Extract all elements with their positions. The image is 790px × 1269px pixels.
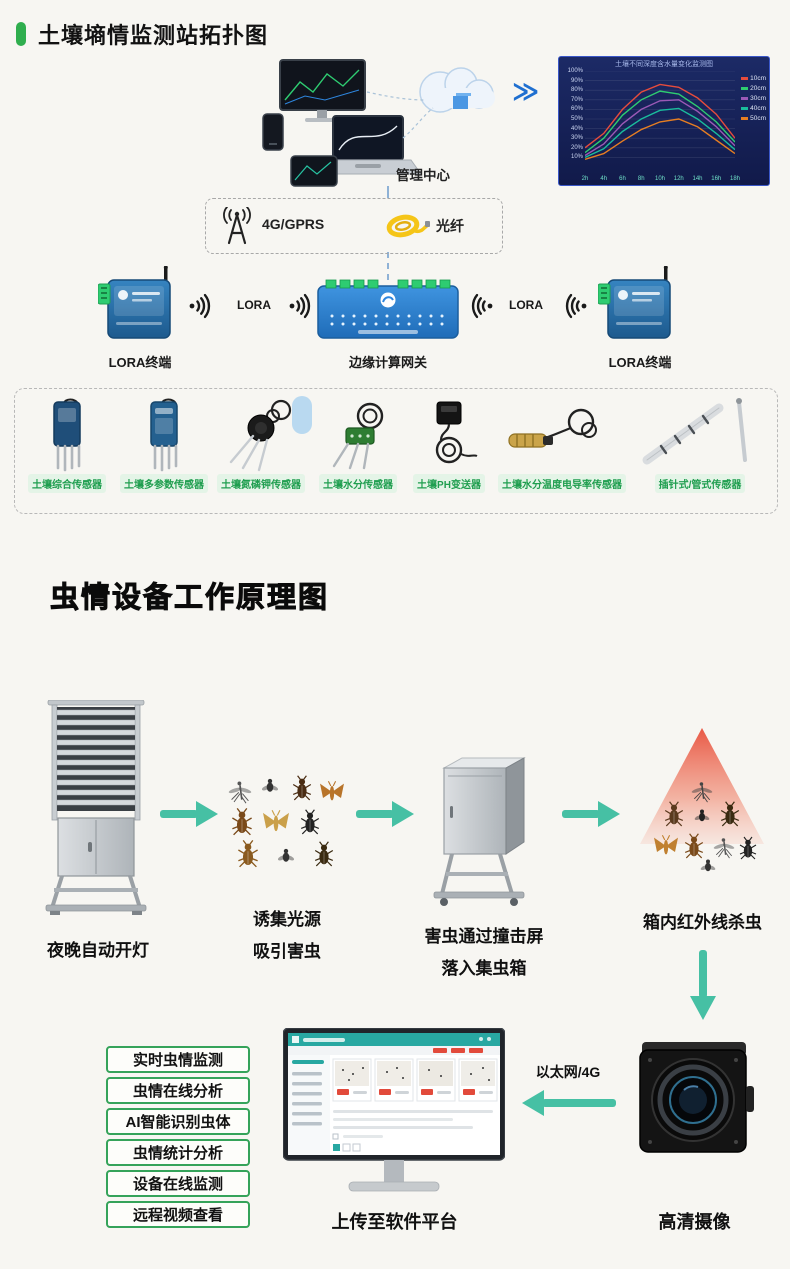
management-center-label: 管理中心 <box>396 168 450 183</box>
sensors-box <box>14 388 778 514</box>
sensor-soil-composite: 土壤综合传感器 <box>24 396 110 493</box>
soil-moisture-chart: 土壤不同深度含水量变化监测图 100%90%80%70%60%50%40%30%… <box>558 56 770 186</box>
sensor-highlight-capsule <box>292 396 312 434</box>
sensor-soil-ec: 土壤水分温度电导率传感器 <box>497 396 627 493</box>
step4-label: 箱内红外线杀虫 <box>643 913 762 932</box>
lora-terminal-left <box>98 266 171 339</box>
sensor-label: 土壤水分传感器 <box>319 474 397 493</box>
sensor-label: 土壤水分温度电导率传感器 <box>498 474 626 493</box>
flow-arrow-icon <box>562 801 620 827</box>
signal-waves-icon <box>189 293 211 319</box>
soil-moisture-sensor-icon <box>332 402 384 470</box>
section-bullet-icon <box>16 22 26 46</box>
flow-arrow-icon <box>356 801 414 827</box>
signal-waves-icon <box>471 293 493 319</box>
chart-title: 土壤不同深度含水量变化监测图 <box>615 61 713 68</box>
antenna-icon <box>223 207 251 245</box>
step1-label: 夜晚自动开灯 <box>47 941 149 960</box>
hd-camera <box>639 1042 754 1153</box>
insect-trap-lamp <box>45 700 147 915</box>
connector-dashed-bottom <box>387 252 389 280</box>
sensor-soil-moisture: 土壤水分传感器 <box>312 396 404 493</box>
sensor-soil-npk: 土壤氮磷钾传感器 <box>215 396 307 493</box>
flow-arrow-down-icon <box>690 950 716 1020</box>
edge-gateway-label: 边缘计算网关 <box>348 355 427 370</box>
connector-dashed-top <box>387 186 389 198</box>
feature-list: 实时虫情监测 虫情在线分析 AI智能识别虫体 虫情统计分析 设备在线监测 远程视… <box>106 1046 250 1228</box>
signal-waves-icon <box>289 293 311 319</box>
step3-label-line1: 害虫通过撞击屏 <box>424 927 544 946</box>
section1-header: 土壤墒情监测站拓扑图 <box>16 18 268 50</box>
comm-links-box: 4G/GPRS 光纤 <box>205 198 503 254</box>
chevron-right-icon: ≫ <box>512 76 540 106</box>
link-fiber-label: 光纤 <box>436 218 464 234</box>
fiber-optic-icon <box>386 214 430 238</box>
sensor-soil-ph: 土壤PH变送器 <box>405 396 493 493</box>
feature-item: 远程视频查看 <box>106 1201 250 1228</box>
sensor-label: 插针式/管式传感器 <box>654 474 746 493</box>
link-4g-label: 4G/GPRS <box>262 216 325 232</box>
sensor-label: 土壤综合传感器 <box>28 474 106 493</box>
feature-item: AI智能识别虫体 <box>106 1108 250 1135</box>
soil-multiparam-sensor-icon <box>150 398 178 472</box>
soil-npk-sensor-icon <box>229 399 292 472</box>
feature-item: 实时虫情监测 <box>106 1046 250 1073</box>
sensor-tube-type: 插针式/管式传感器 <box>635 396 765 493</box>
sensor-soil-multiparam: 土壤多参数传感器 <box>118 396 210 493</box>
management-center-illustration <box>262 59 495 187</box>
lora-wave-left-label: LORA <box>237 298 271 312</box>
step2-label-line1: 诱集光源 <box>253 910 321 929</box>
step3-label-line2: 落入集虫箱 <box>441 959 527 978</box>
insect-collection-box <box>433 757 526 906</box>
flow-arrow-left-icon <box>522 1090 616 1116</box>
lora-terminal-left-label: LORA终端 <box>108 355 172 370</box>
flow-arrow-icon <box>160 801 218 827</box>
sensor-label: 土壤多参数传感器 <box>120 474 208 493</box>
soil-composite-sensor-icon <box>53 398 81 472</box>
step2-label-line2: 吸引害虫 <box>253 942 321 961</box>
section1-title: 土壤墒情监测站拓扑图 <box>38 23 269 48</box>
lora-wave-right-label: LORA <box>509 298 543 312</box>
step5-label: 上传至软件平台 <box>331 1212 458 1232</box>
software-platform-monitor <box>283 1028 505 1192</box>
soil-ph-transmitter-icon <box>435 401 478 464</box>
ethernet-link-label: 以太网/4G <box>535 1064 601 1080</box>
lora-terminal-right-label: LORA终端 <box>608 355 672 370</box>
sensor-label: 土壤氮磷钾传感器 <box>217 474 305 493</box>
edge-gateway-device <box>317 279 459 339</box>
feature-item: 虫情在线分析 <box>106 1077 250 1104</box>
chart-plot-area <box>585 71 735 160</box>
pest-insects-collage <box>227 775 345 868</box>
soil-ec-sensor-icon <box>508 408 597 448</box>
infrared-kill-zone <box>640 728 764 872</box>
feature-item: 设备在线监测 <box>106 1170 250 1197</box>
feature-item: 虫情统计分析 <box>106 1139 250 1166</box>
lora-terminal-right <box>598 266 671 339</box>
signal-waves-icon <box>565 293 587 319</box>
tube-sensor-icon <box>642 398 747 465</box>
step6-label: 高清摄像 <box>658 1212 731 1232</box>
section2-title: 虫情设备工作原理图 <box>50 582 330 615</box>
sensor-label: 土壤PH变送器 <box>413 474 485 493</box>
